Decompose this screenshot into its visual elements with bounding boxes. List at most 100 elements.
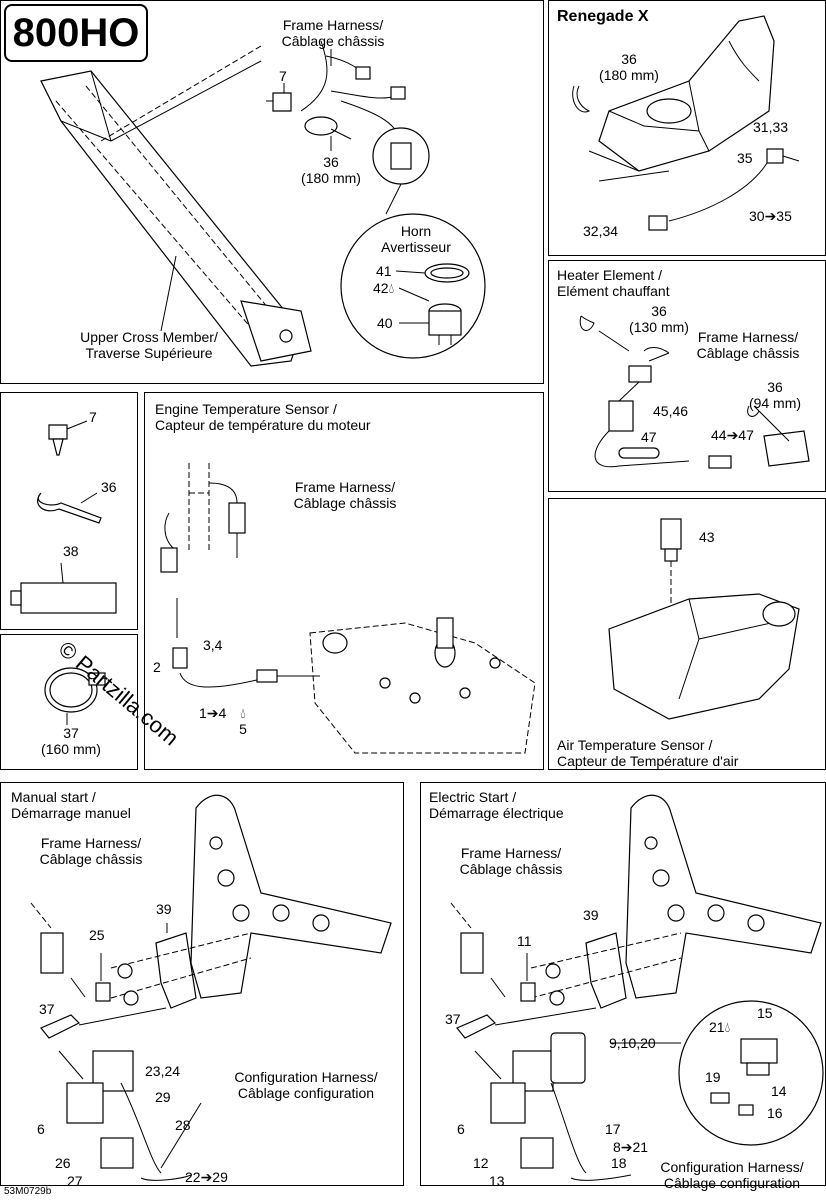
panel-clamp: 37 (160 mm) [0,634,138,770]
heater-frame-harness-en: Frame Harness/ [697,329,799,345]
callout-35: 35 [737,150,753,166]
engine-temp-title-en: Engine Temperature Sensor / [155,401,337,417]
callout-3-4: 3,4 [203,637,223,653]
callout-36a: 36 [651,303,667,319]
panel-heater-element: Heater Element / Elément chauffant 36 (1… [548,260,826,492]
callout-47: 47 [641,429,657,445]
manual-config-harness-fr: Câblage configuration [237,1085,375,1101]
callout-43: 43 [699,529,715,545]
callout-37: 37 [63,725,79,741]
engine-temp-title-fr: Capteur de température du moteur [155,417,371,433]
callout-22-29: 22➔29 [185,1169,228,1185]
heater-diagram-drawing [579,315,810,469]
callout-36b-size: (94 mm) [748,395,802,411]
callout-31-33: 31,33 [753,119,789,135]
callout-39: 39 [156,901,172,917]
electric-start-drawing [450,794,824,1181]
air-temp-drawing [608,518,800,720]
callout-23-24: 23,24 [145,1063,181,1079]
callout-17: 17 [605,1121,621,1137]
callout-11: 11 [517,933,532,949]
callout-25: 25 [89,927,105,943]
callout-7: 7 [279,68,287,84]
callout-8-21: 8➔21 [613,1139,649,1155]
panel-manual-start: Manual start / Démarrage manuel Frame Ha… [0,782,404,1189]
manual-start-title-fr: Démarrage manuel [11,805,131,821]
callout-26: 26 [55,1155,71,1171]
callout-37: 37 [39,1001,55,1017]
engine-frame-harness-en: Frame Harness/ [294,479,396,495]
callout-32-34: 32,34 [583,223,619,239]
upper-cross-member-label-fr: Traverse Supérieure [85,345,213,361]
callout-5: 5 [239,721,247,737]
callout-1-4: 1➔4 [199,705,227,721]
drop-icon: 💧︎ [724,1019,731,1035]
manual-frame-harness-fr: Câblage châssis [39,851,143,867]
callout-36: 36 [621,51,637,67]
heater-title-fr: Elément chauffant [557,283,670,299]
callout-36: 36 [323,154,339,170]
callout-12: 12 [473,1155,489,1171]
electric-config-harness-en: Configuration Harness/ [660,1159,804,1175]
callout-9-10-20: 9,10,20 [609,1035,656,1051]
electric-start-title-fr: Démarrage électrique [429,805,564,821]
heater-title-en: Heater Element / [557,267,663,283]
renegade-diagram-drawing [572,15,800,231]
electric-frame-harness-fr: Câblage châssis [459,861,563,877]
drop-icon: 💧︎ [240,705,246,721]
panel-air-temp-sensor: 43 Air Temperature Sensor / Capteur de T… [548,498,826,770]
model-title: 800HO [4,4,148,62]
panel-frame-harness: Frame Harness/ Câblage châssis 7 36 (180… [0,0,544,384]
manual-frame-harness-en: Frame Harness/ [40,835,142,851]
callout-29: 29 [155,1089,171,1105]
callout-14: 14 [771,1083,787,1099]
manual-config-harness-en: Configuration Harness/ [234,1069,378,1085]
panel-engine-temp-sensor: Engine Temperature Sensor / Capteur de t… [144,392,544,770]
callout-19: 19 [705,1069,721,1085]
drawing-number: 53M0729b [4,1186,52,1197]
callout-21: 21 [709,1019,725,1035]
callout-42: 42 [373,280,389,296]
callout-36: 36 [101,479,117,495]
callout-13: 13 [489,1173,505,1189]
clamp-drawing [44,667,106,725]
renegade-title: Renegade X [557,8,649,25]
callout-36-size: (180 mm) [599,67,659,83]
callout-2: 2 [153,659,161,675]
callout-30-35: 30➔35 [749,208,792,224]
callout-41: 41 [376,263,392,279]
air-temp-title-fr: Capteur de Température d'air [557,753,739,769]
frame-diagram-drawing [40,40,486,367]
callout-40: 40 [377,315,393,331]
upper-cross-member-label-en: Upper Cross Member/ [80,329,218,345]
heater-frame-harness-fr: Câblage châssis [696,345,800,361]
panel-renegade-x: Renegade X 36 (180 mm) 31,33 35 30➔35 32… [548,0,826,256]
callout-6: 6 [457,1121,465,1137]
manual-start-title-en: Manual start / [11,789,96,805]
electric-config-harness-fr: Câblage configuration [663,1175,801,1191]
callout-15: 15 [757,1005,773,1021]
manual-start-drawing [30,794,392,1181]
panel-loose-parts: 7 36 38 [0,392,138,630]
callout-36b: 36 [767,379,783,395]
callout-6: 6 [37,1121,45,1137]
panel-electric-start: Electric Start / Démarrage électrique Fr… [420,782,826,1191]
loose-parts-drawing [10,420,117,614]
frame-harness-label-en: Frame Harness/ [282,17,384,33]
callout-38: 38 [63,543,79,559]
callout-44-47: 44➔47 [711,427,754,443]
drop-icon: 💧︎ [388,280,395,296]
callout-45-46: 45,46 [653,403,689,419]
electric-frame-harness-en: Frame Harness/ [460,845,562,861]
callout-18: 18 [611,1155,627,1171]
engine-frame-harness-fr: Câblage châssis [293,495,397,511]
callout-36a-size: (130 mm) [629,319,689,335]
horn-label-en: Horn [400,223,432,239]
callout-36-size: (180 mm) [301,170,361,186]
callout-28: 28 [175,1117,191,1133]
air-temp-title-en: Air Temperature Sensor / [557,737,713,753]
callout-7: 7 [89,409,97,425]
engine-temp-drawing [160,463,536,754]
callout-37: 37 [445,1011,461,1027]
callout-16: 16 [767,1105,783,1121]
